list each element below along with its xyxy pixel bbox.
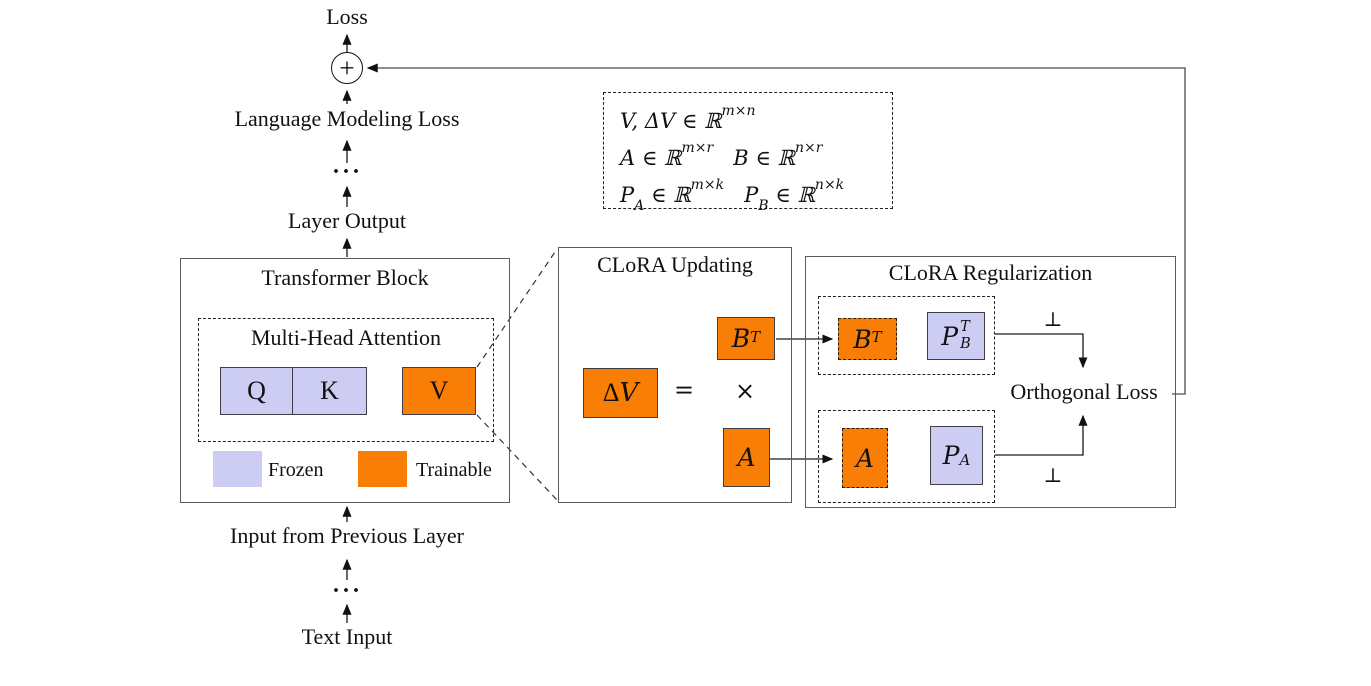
delta-v-label: V <box>619 378 639 408</box>
v-label: V <box>429 376 449 405</box>
a-label: A <box>737 443 756 472</box>
clora-regularization-title: CLoRA Regularization <box>888 260 1093 285</box>
times-sign: × <box>734 377 756 405</box>
delta-symbol: Δ <box>602 378 620 407</box>
regularization-group-bottom <box>818 410 995 503</box>
equals-sign: = <box>673 376 695 404</box>
ellipsis-top: ··· <box>331 159 362 185</box>
b-reg-label: B <box>853 324 872 354</box>
ellipsis-bottom: ··· <box>331 578 362 604</box>
v-weight-box: V <box>402 367 476 415</box>
q-weight-box: Q <box>220 367 293 415</box>
dims-line-1: V, ΔV ∈ ℝm×n <box>620 103 756 133</box>
clora-updating-title: CLoRA Updating <box>597 252 753 277</box>
b-sup: T <box>750 327 761 346</box>
pb-sub: B <box>960 336 971 352</box>
input-from-previous-layer-label: Input from Previous Layer <box>230 523 464 548</box>
q-label: Q <box>247 376 266 405</box>
pb-sup: T <box>960 319 970 336</box>
transformer-block <box>180 258 510 503</box>
b-reg-sup: T <box>871 328 882 346</box>
a-reg-label: A <box>855 443 875 473</box>
legend-frozen-label: Frozen <box>268 459 324 481</box>
k-weight-box: K <box>292 367 367 415</box>
loss-label: Loss <box>326 4 368 29</box>
a-box-updating: A <box>723 428 770 487</box>
language-modeling-loss-label: Language Modeling Loss <box>234 106 460 131</box>
perpendicular-symbol-bottom: ⊥ <box>1043 463 1063 487</box>
clora-regularization-box <box>805 256 1176 508</box>
pb-label: P <box>941 321 959 351</box>
legend-trainable-label: Trainable <box>416 459 492 481</box>
legend-trainable-swatch <box>358 451 407 487</box>
legend-frozen-swatch <box>213 451 262 487</box>
text-input-label: Text Input <box>301 624 393 649</box>
pa-sub: A <box>959 450 971 469</box>
multi-head-attention-box <box>198 318 494 442</box>
layer-output-label: Layer Output <box>288 208 406 233</box>
b-label: B <box>731 324 751 353</box>
transformer-block-title: Transformer Block <box>261 265 429 290</box>
k-label: K <box>320 376 339 405</box>
regularization-group-top <box>818 296 995 375</box>
perpendicular-symbol-top: ⊥ <box>1043 307 1063 331</box>
multi-head-attention-title: Multi-Head Attention <box>250 325 442 350</box>
sum-node: + <box>331 52 363 84</box>
a-box-regularization: A <box>842 428 888 488</box>
clora-updating-box <box>558 247 792 503</box>
orthogonal-loss-label: Orthogonal Loss <box>1010 379 1158 404</box>
pa-label: P <box>942 441 960 470</box>
